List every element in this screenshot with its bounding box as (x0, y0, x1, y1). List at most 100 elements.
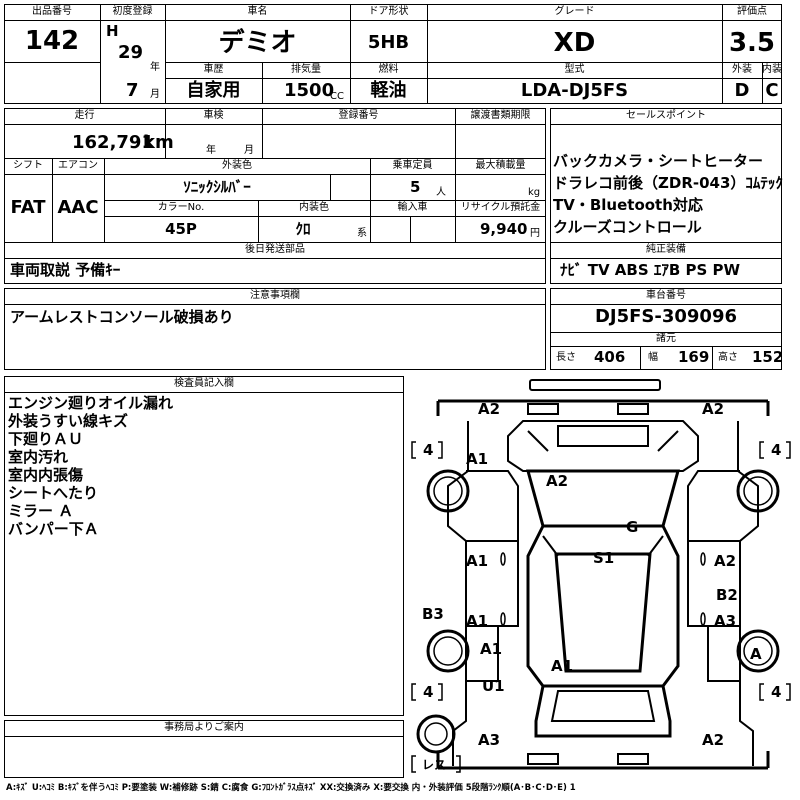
chassis-box (550, 288, 782, 370)
import-label: 輸入車 (397, 202, 428, 213)
mileage: 162,791 (72, 132, 154, 153)
lot-no-label: 出品番号 (32, 6, 72, 17)
mark-rear-wheel-right: A (750, 645, 762, 663)
inspector-note-4: 室内汚れ (8, 448, 69, 466)
transfer-label: 譲渡書類期限 (470, 110, 531, 121)
notes-text: アームレストコンソール破損あり (10, 308, 234, 326)
km-unit: km (143, 132, 174, 153)
mark-trunk: A1 (551, 657, 573, 675)
spare-label: レス (422, 758, 446, 772)
persons-unit: 人 (436, 187, 446, 198)
mark-front-door-right: A2 (714, 552, 736, 570)
shift: FAT (10, 197, 46, 218)
mark-rear-left-u: U1 (482, 677, 505, 695)
score-label: 評価点 (737, 6, 767, 17)
sales-point-4: クルーズコントロール (553, 218, 702, 236)
door-label: ドア形状 (368, 6, 409, 17)
car-name: デミオ (218, 28, 297, 58)
model-code: LDA-DJ5FS (520, 80, 629, 101)
inspector-box (4, 376, 404, 716)
later-items-label: 後日発送部品 (245, 244, 305, 255)
tire-rear-left: 4 (423, 683, 433, 701)
system-unit: 系 (357, 228, 367, 239)
specs-label: 諸元 (656, 333, 676, 344)
length-value: 406 (594, 348, 626, 366)
color-no: 45P (165, 220, 197, 238)
fuel-label: 燃料 (378, 64, 399, 75)
car-name-label: 車名 (247, 6, 268, 17)
ext-color: ｿﾆｯｸｼﾙﾊﾞｰ (183, 178, 251, 196)
mark-fender-left: A1 (466, 450, 488, 468)
tire-front-left: 4 (423, 441, 433, 459)
top-info-grid (4, 4, 782, 104)
year-unit: 年 (150, 62, 160, 73)
mark-hood: A2 (546, 472, 568, 490)
inspector-note-3: 下廻りＡＵ (8, 430, 84, 448)
mark-rocker-left: B3 (422, 605, 444, 623)
color-no-label: カラーNo. (157, 202, 205, 213)
width-value: 169 (678, 348, 710, 366)
exterior-score: D (734, 80, 750, 101)
damage-legend: A:ｷｽﾞ U:ﾍｺﾐ B:ｷｽﾞを伴うﾍｺﾐ P:要塗装 W:補修跡 S:錆 … (6, 783, 576, 793)
mark-front-right: A2 (702, 400, 724, 418)
yen-unit: 円 (530, 228, 540, 239)
inspection-month-unit: 月 (244, 145, 254, 156)
max-load-label: 最大積載量 (475, 160, 526, 171)
later-items: 車両取説 予備ｷｰ (10, 261, 121, 279)
history: 自家用 (186, 80, 241, 101)
displacement-label: 排気量 (291, 64, 321, 75)
lot-number: 142 (24, 26, 80, 56)
aircon-label: エアコン (58, 160, 98, 171)
displacement: 1500 (284, 80, 335, 101)
sales-point-box (550, 108, 782, 284)
chassis-number: DJ5FS-309096 (594, 306, 738, 327)
tire-front-right: 4 (771, 441, 781, 459)
mark-rear-bumper-right: A2 (702, 731, 724, 749)
recycle-label: リサイクル預託金 (460, 202, 541, 213)
aircon: AAC (57, 197, 99, 218)
inspector-note-6: シートへたり (8, 484, 99, 502)
inspection-label: 車検 (203, 110, 224, 121)
inspector-label: 検査員記入欄 (174, 378, 234, 389)
detail-grid (4, 108, 546, 284)
equipment-label: 純正装備 (646, 244, 686, 255)
kg-unit: kg (528, 187, 541, 198)
chassis-label: 車台番号 (646, 290, 686, 301)
office-label: 事務局よりご案内 (164, 722, 244, 733)
cc-unit: CC (330, 91, 344, 102)
mark-rear-door-left: A1 (466, 612, 488, 630)
fuel: 軽油 (370, 80, 407, 101)
mark-roof: S1 (593, 549, 614, 567)
sales-point-3: TV・Bluetooth対応 (553, 196, 703, 214)
interior-label: 内装 (762, 64, 782, 75)
first-reg-label: 初度登録 (112, 6, 153, 17)
tire-rear-right: 4 (771, 683, 781, 701)
score: 3.5 (728, 28, 776, 58)
notes-label: 注意事項欄 (250, 290, 300, 301)
interior-score: C (765, 80, 779, 101)
capacity-label: 乗車定員 (392, 160, 433, 171)
length-label: 長さ (556, 352, 576, 363)
shift-label: シフト (13, 160, 43, 171)
model-label: 型式 (564, 64, 585, 75)
car-damage-diagram: A2 A2 A2 A1 G S1 A1 A2 B2 A3 A1 B3 A1 A1… (411, 379, 791, 773)
height-label: 高さ (718, 352, 738, 363)
capacity: 5 (410, 178, 421, 196)
reg-month: 7 (126, 80, 139, 101)
inspection-year-unit: 年 (206, 145, 216, 156)
recycle-fee: 9,940 (480, 220, 528, 238)
inspector-note-8: バンパー下Ａ (8, 520, 99, 538)
door-type: 5HB (367, 32, 410, 53)
mark-rear-fender-left: A1 (480, 640, 502, 658)
equipment: ﾅﾋﾞ TV ABS ｴｱB PS PW (560, 261, 741, 279)
sales-point-2: ドラレコ前後（ZDR-043）ｺﾑﾃｯｸ (553, 174, 783, 192)
exterior-label: 外装 (732, 64, 752, 75)
int-color-label: 内装色 (299, 202, 329, 213)
mark-rear-bumper-left: A3 (478, 731, 500, 749)
inspector-note-2: 外装うすい線キズ (8, 412, 129, 430)
grade: XD (553, 28, 596, 58)
int-color: ｸﾛ (295, 220, 311, 238)
width-label: 幅 (648, 352, 658, 363)
month-unit: 月 (150, 89, 160, 100)
inspector-note-7: ミラー Ａ (8, 502, 74, 520)
